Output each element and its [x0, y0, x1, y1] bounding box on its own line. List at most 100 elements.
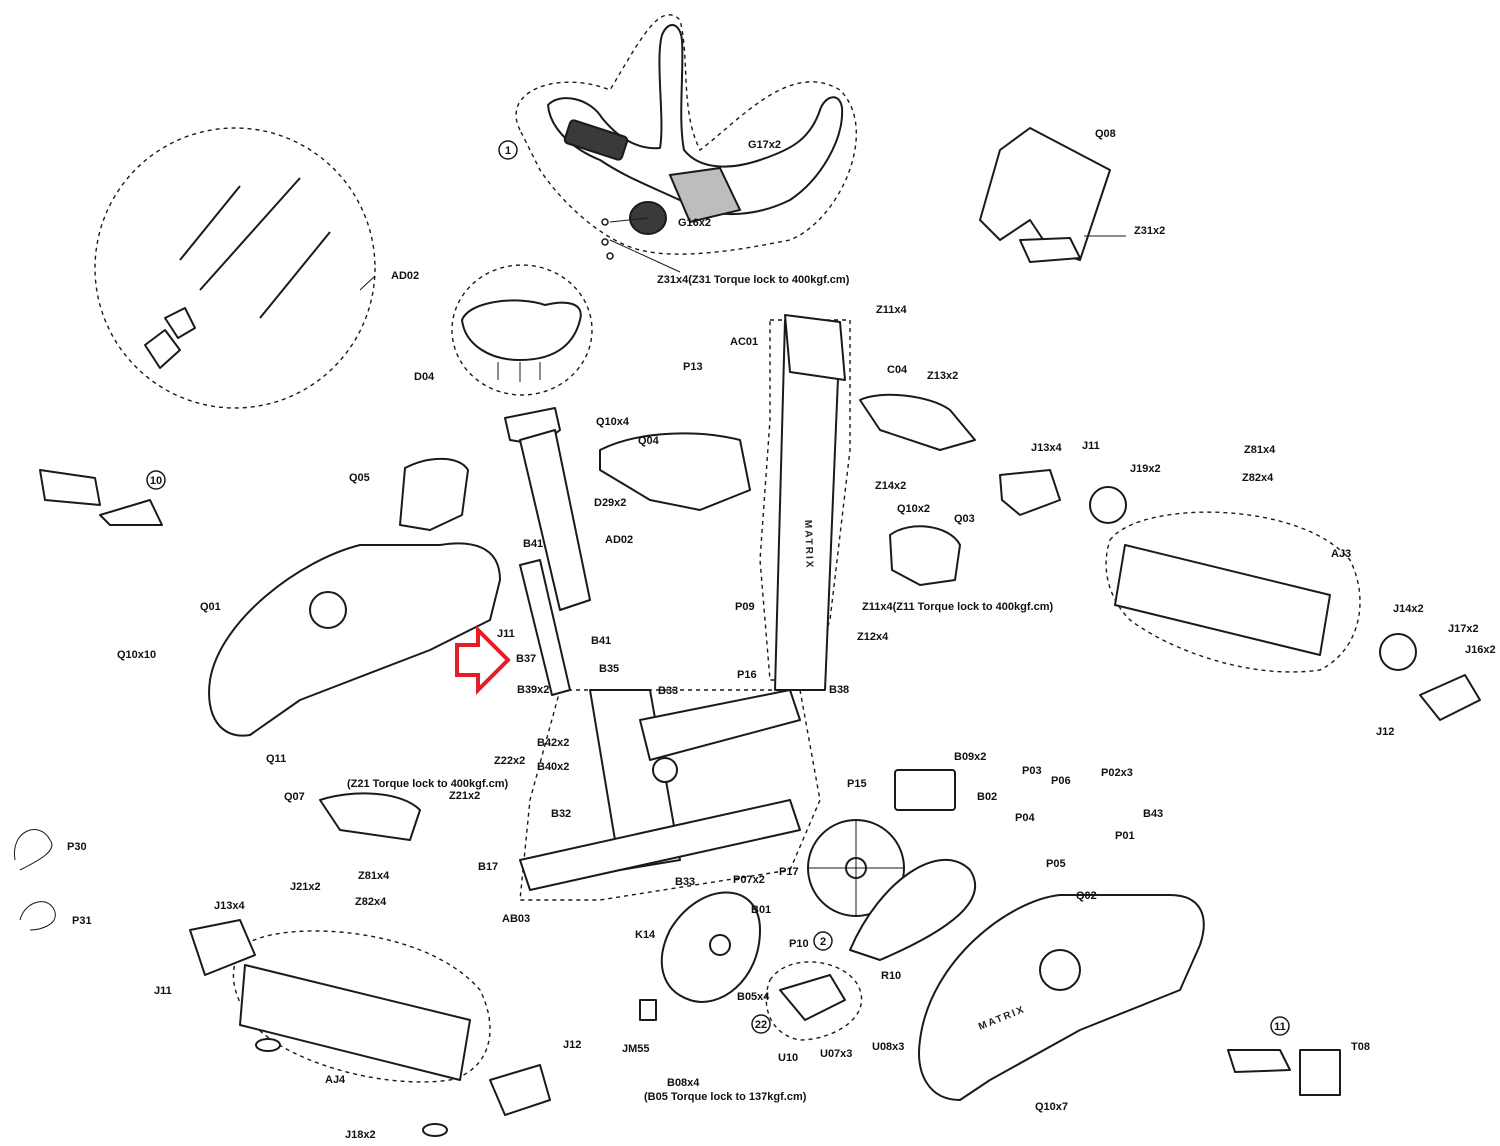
eddy-bracket [779, 974, 846, 1021]
label-p13: P13 [683, 361, 703, 373]
seatpost-assembly [504, 407, 591, 696]
label-u10: U10 [778, 1052, 798, 1064]
crank-right [1227, 1049, 1291, 1073]
label-j11-r: J11 [1082, 440, 1100, 452]
label-j12-r: J12 [1376, 726, 1394, 738]
label-q07: Q07 [284, 791, 305, 803]
side-cover-right-hub [1039, 949, 1081, 991]
bearing-j19 [1089, 486, 1127, 524]
label-p16: P16 [737, 669, 757, 681]
ad02-detail-outline [94, 127, 376, 409]
label-q03: Q03 [954, 513, 975, 525]
label-j12-l: J12 [563, 1039, 581, 1051]
label-j11-l: J11 [154, 985, 172, 997]
upright-ac01: MATRIX [774, 314, 846, 691]
frame-cross [639, 689, 801, 761]
label-z11x4: Z11x4 [876, 304, 907, 316]
jm55-card [639, 999, 657, 1021]
end-cap-j12-right [1419, 674, 1481, 721]
label-b38: B38 [829, 684, 849, 696]
label-b35: B35 [599, 663, 619, 675]
pedal-left [39, 469, 101, 506]
label-z11x4-note: Z11x4(Z11 Torque lock to 400kgf.cm) [862, 601, 1053, 613]
leader [359, 275, 376, 291]
label-j11-m: J11 [497, 628, 515, 640]
end-cap-j12-left [489, 1064, 551, 1116]
label-aj3: AJ3 [1331, 548, 1351, 560]
handlebar-clamp [668, 166, 742, 224]
label-b02: B02 [977, 791, 997, 803]
label-p07x2: P07x2 [733, 874, 765, 886]
callout-1: 1 [505, 145, 511, 157]
rail [199, 177, 301, 291]
screw [601, 218, 609, 226]
callout-10: 10 [150, 475, 162, 487]
label-b09x2: B09x2 [954, 751, 986, 763]
label-b41-b: B41 [591, 635, 611, 647]
label-p01: P01 [1115, 830, 1135, 842]
ad02-detail [144, 177, 376, 369]
label-d04: D04 [414, 371, 435, 383]
label-q05: Q05 [349, 472, 370, 484]
label-d29x2: D29x2 [594, 497, 626, 509]
label-q10x2: Q10x2 [897, 503, 930, 515]
label-j14x2: J14x2 [1393, 603, 1424, 615]
label-b33-b: B33 [675, 876, 695, 888]
seat-outline [451, 264, 593, 396]
label-j13x4-l: J13x4 [214, 900, 245, 912]
label-q10x10: Q10x10 [117, 649, 156, 661]
label-p30: P30 [67, 841, 87, 853]
upright-outline [759, 319, 851, 681]
bearing-j14 [1379, 633, 1417, 671]
callout-22-circle [751, 1014, 771, 1034]
screw [601, 238, 609, 246]
cable-p31 [19, 901, 56, 931]
callout-2-circle [813, 931, 833, 951]
drive-parts [639, 769, 977, 1021]
callouts: 1 10 2 22 11 [146, 140, 1290, 1036]
seatpost-rail [519, 559, 571, 696]
part-labels: G17x2 G16x2 Z31x4(Z31 Torque lock to 400… [67, 128, 1496, 1141]
bracket [164, 307, 196, 339]
label-q10x4: Q10x4 [596, 416, 630, 428]
label-g16x2: G16x2 [678, 217, 711, 229]
controller-box-b02 [894, 769, 956, 811]
shrouds-front [399, 393, 976, 586]
rail [259, 231, 331, 319]
label-j18x2: J18x2 [345, 1129, 376, 1141]
frame-base [519, 799, 801, 891]
main-frame [519, 689, 801, 891]
upright-top [784, 314, 846, 381]
label-b40x2: B40x2 [537, 761, 569, 773]
label-q10x7: Q10x7 [1035, 1101, 1068, 1113]
label-p09: P09 [735, 601, 755, 613]
end-cap-j11-left [189, 919, 256, 976]
label-z82x4-l: Z82x4 [355, 896, 387, 908]
label-g17x2: G17x2 [748, 139, 781, 151]
rear-stabilizer [999, 469, 1481, 721]
label-b33-a: B33 [658, 685, 678, 697]
label-z31x4-note: Z31x4(Z31 Torque lock to 400kgf.cm) [657, 274, 850, 286]
bottle-holder-q08 [979, 127, 1126, 263]
bottle-holder-base [1019, 237, 1081, 263]
label-p17: P17 [779, 866, 799, 878]
label-j19x2: J19x2 [1130, 463, 1161, 475]
label-z81x4-r: Z81x4 [1244, 444, 1276, 456]
front-stabilizer [189, 919, 551, 1137]
label-u07x3: U07x3 [820, 1048, 852, 1060]
label-p02x3: P02x3 [1101, 767, 1133, 779]
shroud-q03 [889, 525, 961, 586]
label-b39x2: B39x2 [517, 684, 549, 696]
label-q08: Q08 [1095, 128, 1116, 140]
leveler-foot [422, 1123, 448, 1137]
seat-d04 [461, 299, 582, 382]
pedal-crank-parts [39, 469, 1341, 1096]
shroud-q07 [319, 792, 421, 841]
rail [179, 185, 241, 261]
frame-bearing [652, 757, 678, 783]
screw [606, 252, 614, 260]
callout-10-circle [146, 470, 166, 490]
label-z14x2: Z14x2 [875, 480, 906, 492]
label-p03: P03 [1022, 765, 1042, 777]
